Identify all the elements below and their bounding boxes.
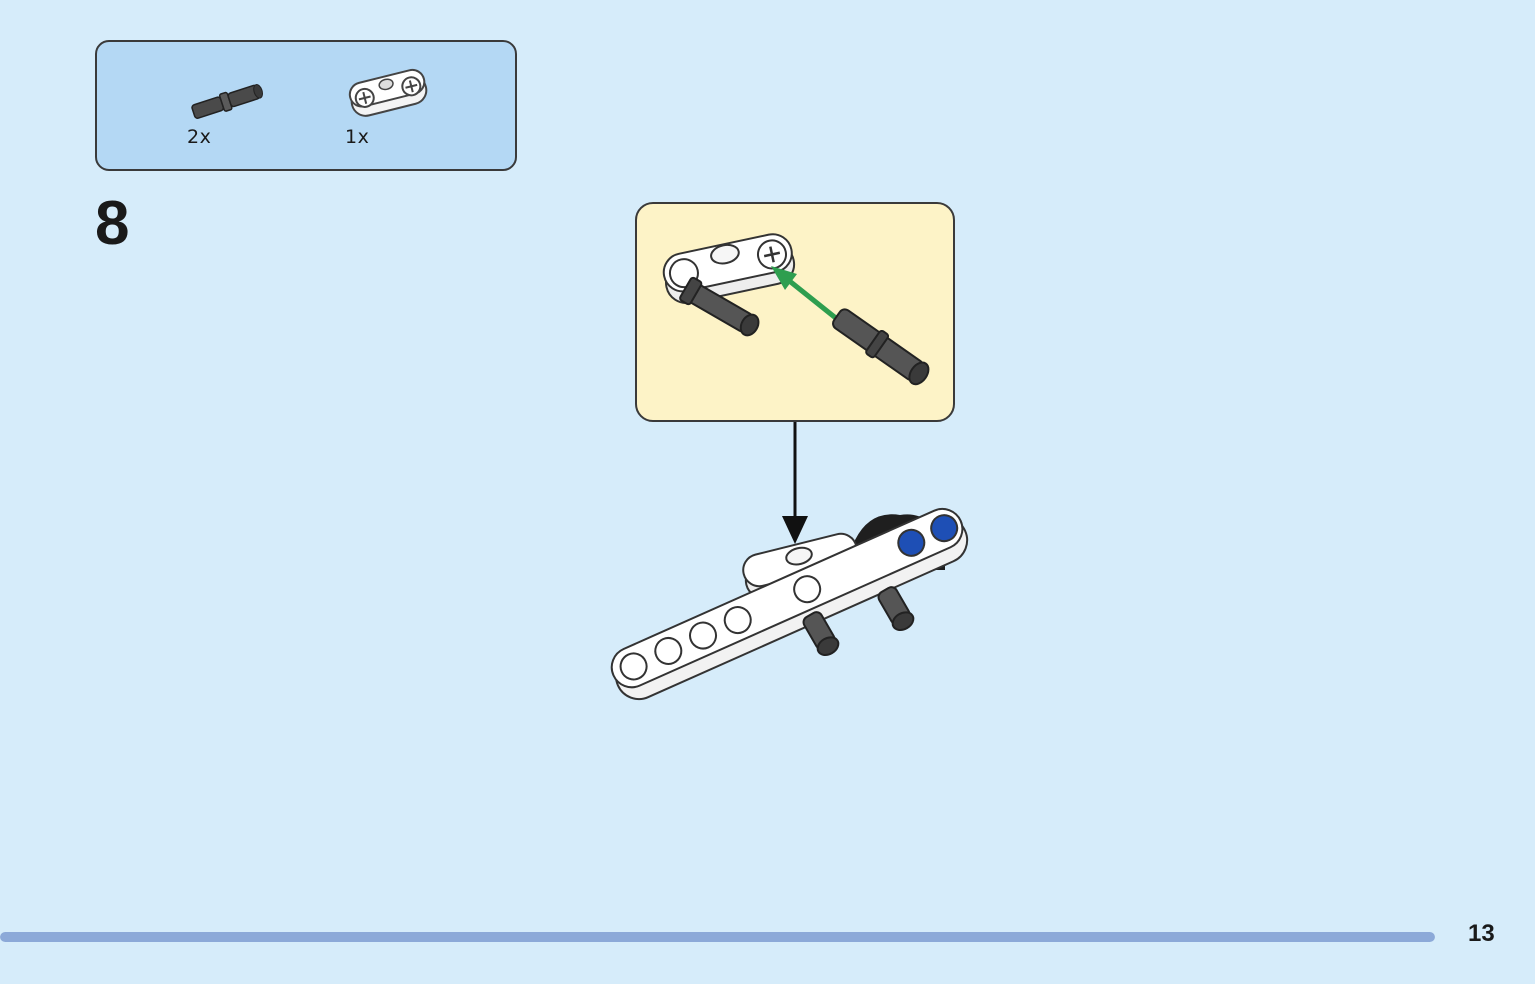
connector-quantity: 1x — [345, 126, 370, 148]
green-arrow-icon — [771, 266, 797, 290]
black-pin-icon — [191, 84, 263, 119]
parts-list-item-pin: 2x — [183, 74, 273, 148]
double-pin-connector-icon — [348, 68, 428, 117]
pin-quantity: 2x — [187, 126, 212, 148]
main-model — [600, 420, 980, 714]
parts-list-box: 2x 1x — [95, 40, 517, 171]
progress-bar — [0, 932, 1435, 942]
arrow-down-icon — [782, 516, 808, 544]
page-number: 13 — [1468, 920, 1495, 947]
progress-bar-fill — [0, 932, 1435, 942]
sub-assembly-callout — [635, 202, 955, 422]
sub-assembly-illustration — [662, 233, 930, 386]
parts-list-item-connector: 1x — [343, 66, 435, 148]
step-number: 8 — [95, 189, 130, 258]
model-illustration — [610, 422, 969, 701]
